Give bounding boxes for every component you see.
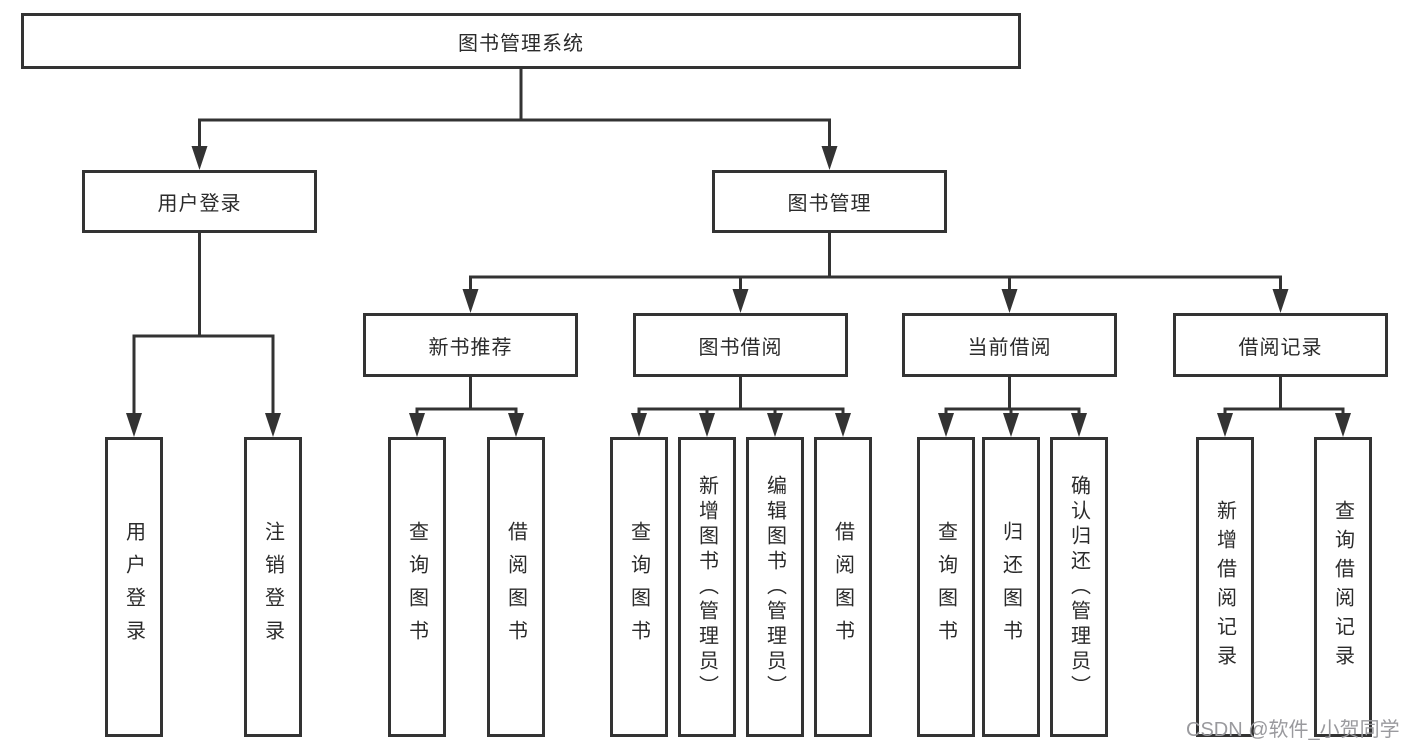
- leaf-query-borrow-record: 查询借阅记录: [1314, 437, 1372, 737]
- connector-current-to-leaves: [944, 377, 1081, 414]
- leaf-user-login: 用户登录: [105, 437, 163, 737]
- watermark: CSDN @软件_小贺同学: [1186, 719, 1400, 741]
- connector-root-to-level2: [198, 69, 831, 147]
- leaf-label: 归还图书: [999, 521, 1022, 653]
- node-label: 图书管理系统: [458, 32, 584, 55]
- leaf-query-books-recommend: 查询图书: [388, 437, 446, 737]
- leaf-borrow-books-recommend: 借阅图书: [487, 437, 545, 737]
- leaf-return-books: 归还图书: [982, 437, 1040, 737]
- leaf-borrow-books: 借阅图书: [814, 437, 872, 737]
- leaf-label: 用户登录: [122, 521, 145, 653]
- leaf-edit-books-admin: 编辑图书（管理员）: [746, 437, 804, 737]
- leaf-confirm-return-admin: 确认归还（管理员）: [1050, 437, 1108, 737]
- connector-bookmgmt-to-level3: [469, 233, 1282, 290]
- node-label: 用户登录: [157, 193, 242, 215]
- leaf-query-books-current: 查询图书: [917, 437, 975, 737]
- connector-newbook-to-leaves: [415, 377, 518, 414]
- node-borrowing-records: 借阅记录: [1173, 313, 1388, 377]
- leaf-label: 借阅图书: [831, 521, 854, 653]
- leaf-label: 确认归还（管理员）: [1067, 474, 1090, 700]
- leaf-add-books-admin: 新增图书（管理员）: [678, 437, 736, 737]
- node-current-borrowing: 当前借阅: [902, 313, 1117, 377]
- connector-records-to-leaves: [1223, 377, 1345, 414]
- connector-borrowing-to-leaves: [637, 377, 845, 414]
- node-user-login: 用户登录: [82, 170, 317, 233]
- node-label: 图书借阅: [698, 336, 783, 359]
- node-new-book-recommend: 新书推荐: [363, 313, 578, 377]
- node-label: 当前借阅: [967, 336, 1052, 359]
- node-label: 借阅记录: [1238, 336, 1323, 359]
- arrowheads: [126, 146, 1351, 437]
- leaf-label: 注销登录: [261, 521, 284, 653]
- leaf-label: 新增借阅记录: [1213, 500, 1236, 674]
- leaf-label: 查询图书: [627, 521, 650, 653]
- node-label: 新书推荐: [428, 336, 513, 359]
- node-label: 图书管理: [787, 193, 872, 215]
- leaf-add-borrow-record: 新增借阅记录: [1196, 437, 1254, 737]
- leaf-label: 借阅图书: [504, 521, 527, 653]
- leaf-query-books-borrowing: 查询图书: [610, 437, 668, 737]
- connector-userlogin-to-leaves: [132, 233, 275, 414]
- leaf-label: 编辑图书（管理员）: [763, 474, 786, 700]
- leaf-label: 新增图书（管理员）: [695, 474, 718, 700]
- node-library-management-system: 图书管理系统: [21, 13, 1021, 69]
- node-book-management: 图书管理: [712, 170, 947, 233]
- leaf-logout: 注销登录: [244, 437, 302, 737]
- node-book-borrowing: 图书借阅: [633, 313, 848, 377]
- leaf-label: 查询图书: [405, 521, 428, 653]
- leaf-label: 查询图书: [934, 521, 957, 653]
- leaf-label: 查询借阅记录: [1331, 500, 1354, 674]
